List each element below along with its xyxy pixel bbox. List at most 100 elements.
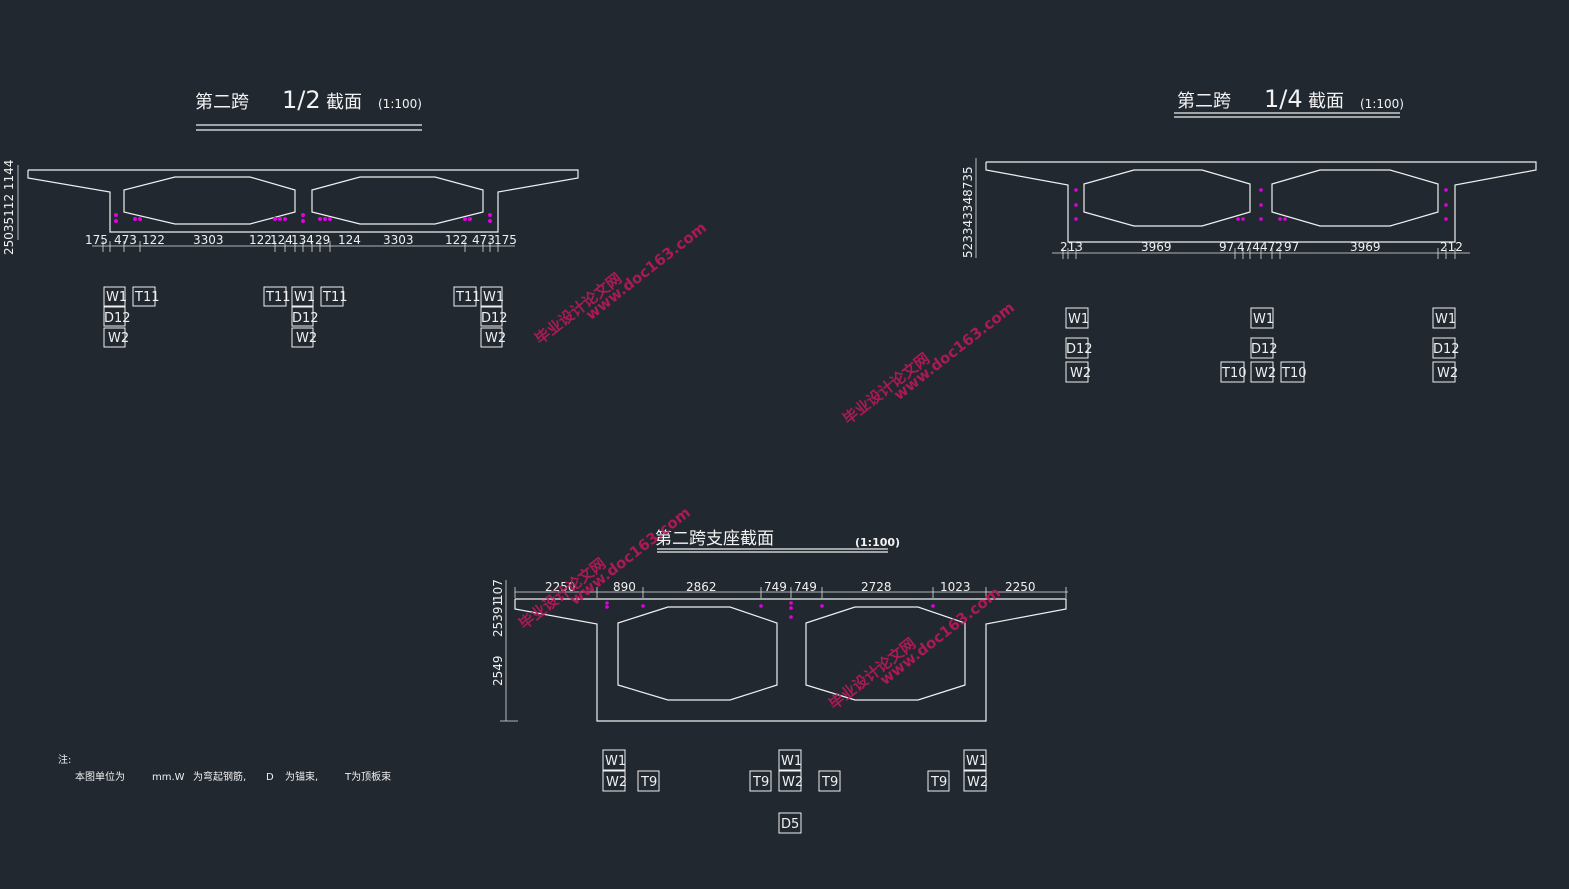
note-w-desc: 为弯起钢筋, xyxy=(193,770,246,783)
half-cell-right xyxy=(311,176,484,225)
section-half: 第二跨 1/2 截面 (1:100) 175 473 xyxy=(2,86,579,348)
support-vdim-mid: 25391 xyxy=(491,599,505,637)
support-dim-ticks xyxy=(514,587,1067,598)
half-g1-w1: W1 xyxy=(106,290,127,305)
support-vdim-low: 2549 xyxy=(491,655,505,686)
quarter-g2-w1: W1 xyxy=(1253,312,1274,327)
quarter-cell-left xyxy=(1083,169,1251,227)
quarter-dim-1: 3969 xyxy=(1141,240,1172,254)
half-dim-12: 175 xyxy=(494,233,517,247)
half-dim-9: 3303 xyxy=(383,233,414,247)
quarter-group-2: W1 D12 T10 W2 T10 xyxy=(1220,307,1306,383)
half-g2-t11a: T11 xyxy=(265,290,290,305)
quarter-dim-5: 97 xyxy=(1284,240,1299,254)
half-title-scale: (1:100) xyxy=(378,97,422,111)
section-support: 第二跨支座截面 (1:100) 2250 890 2862 749 749 27… xyxy=(491,529,1068,834)
quarter-g3-d12: D12 xyxy=(1433,342,1460,357)
watermark-1: 毕业设计论文网 www.doc163.com xyxy=(531,218,710,348)
support-title-scale: (1:100) xyxy=(855,536,900,549)
quarter-cell-right xyxy=(1271,169,1439,227)
half-title-word: 截面 xyxy=(326,92,362,113)
half-group-1: W1 T11 D12 W2 xyxy=(103,286,159,348)
watermark-3: 毕业设计论文网 www.doc163.com xyxy=(515,503,694,633)
support-g1-w2: W2 xyxy=(606,775,627,790)
support-g2-d5: D5 xyxy=(781,817,799,832)
support-g3-t9: T9 xyxy=(930,775,947,790)
quarter-g1-w2: W2 xyxy=(1070,366,1091,381)
quarter-tendons xyxy=(1074,188,1448,221)
drawing-note: 注: 本图单位为 mm.W 为弯起钢筋, D 为锚束, T为顶板束 xyxy=(58,753,391,783)
watermark-1-url: www.doc163.com xyxy=(582,218,710,323)
support-dim-3: 749 xyxy=(764,580,787,594)
half-g2-t11b: T11 xyxy=(322,290,347,305)
half-dim-4: 122 xyxy=(249,233,272,247)
section-quarter: 第二跨 1/4 截面 (1:100) 213 3969 97 474 472 9… xyxy=(961,85,1537,383)
support-cell-left xyxy=(617,606,778,701)
support-dim-4: 749 xyxy=(794,580,817,594)
half-g1-t11: T11 xyxy=(134,290,159,305)
half-tendons xyxy=(114,213,492,223)
support-g1-w1: W1 xyxy=(605,754,626,769)
support-group-1: W1 W2 T9 xyxy=(602,749,660,792)
quarter-g3-w1: W1 xyxy=(1435,312,1456,327)
half-dim-6: 134 xyxy=(291,233,314,247)
note-unit: mm.W xyxy=(152,772,185,783)
half-dim-ticks xyxy=(102,241,499,252)
quarter-g3-w2: W2 xyxy=(1437,366,1458,381)
note-d-key: D xyxy=(266,772,274,783)
quarter-dim-6: 3969 xyxy=(1350,240,1381,254)
half-outline xyxy=(27,169,579,233)
support-g2-t9a: T9 xyxy=(752,775,769,790)
half-dim-11: 473 xyxy=(472,233,495,247)
half-dim-10: 122 xyxy=(445,233,468,247)
quarter-vdims: 523343348735 xyxy=(961,166,975,258)
quarter-g2-t10b: T10 xyxy=(1281,366,1306,381)
quarter-dim-0: 213 xyxy=(1060,240,1083,254)
quarter-dim-7: 212 xyxy=(1440,240,1463,254)
half-g2-w2: W2 xyxy=(296,331,317,346)
quarter-dim-3: 474 xyxy=(1237,240,1260,254)
support-group-2: W1 T9 W2 T9 D5 xyxy=(749,749,841,834)
quarter-title-word: 截面 xyxy=(1308,91,1344,112)
support-group-3: W1 T9 W2 xyxy=(927,749,988,792)
support-dim-2: 2862 xyxy=(686,580,717,594)
support-g1-t9: T9 xyxy=(640,775,657,790)
half-group-2: T11 W1 T11 D12 W2 xyxy=(263,286,347,348)
support-dim-1: 890 xyxy=(613,580,636,594)
half-title-span: 第二跨 xyxy=(195,92,249,113)
support-dim-6: 1023 xyxy=(940,580,971,594)
support-g3-w2: W2 xyxy=(967,775,988,790)
support-dim-5: 2728 xyxy=(861,580,892,594)
quarter-title-frac: 1/4 xyxy=(1264,85,1303,113)
half-group-3: T11 W1 D12 W2 xyxy=(453,286,508,348)
half-dim-1: 473 xyxy=(114,233,137,247)
support-g2-t9b: T9 xyxy=(821,775,838,790)
half-dim-2: 122 xyxy=(142,233,165,247)
half-vdims: 25035112 1144 xyxy=(2,160,16,255)
half-dim-5: 124 xyxy=(270,233,293,247)
half-dim-0: 175 xyxy=(85,233,108,247)
watermark-2: 毕业设计论文网 www.doc163.com xyxy=(839,298,1018,428)
support-g2-w1: W1 xyxy=(781,754,802,769)
half-dim-8: 124 xyxy=(338,233,361,247)
half-g2-w1: W1 xyxy=(294,290,315,305)
support-tendons xyxy=(605,601,935,619)
quarter-dim-4: 472 xyxy=(1260,240,1283,254)
half-dim-7: 29 xyxy=(315,233,330,247)
support-g2-w2: W2 xyxy=(782,775,803,790)
half-cell-left xyxy=(123,176,296,225)
quarter-group-3: W1 D12 W2 xyxy=(1432,307,1460,383)
half-g2-d12: D12 xyxy=(292,311,319,326)
quarter-dim-ticks xyxy=(1062,248,1456,259)
quarter-g2-t10a: T10 xyxy=(1221,366,1246,381)
quarter-group-1: W1 D12 W2 xyxy=(1065,307,1093,383)
half-g3-t11: T11 xyxy=(455,290,480,305)
support-cell-right xyxy=(805,606,966,701)
quarter-outline xyxy=(985,161,1537,243)
support-dim-0: 2250 xyxy=(545,580,576,594)
half-g3-w2: W2 xyxy=(485,331,506,346)
support-dim-7: 2250 xyxy=(1005,580,1036,594)
note-t-desc: T为顶板束 xyxy=(344,770,391,783)
note-d-desc: 为锚束, xyxy=(285,771,318,783)
